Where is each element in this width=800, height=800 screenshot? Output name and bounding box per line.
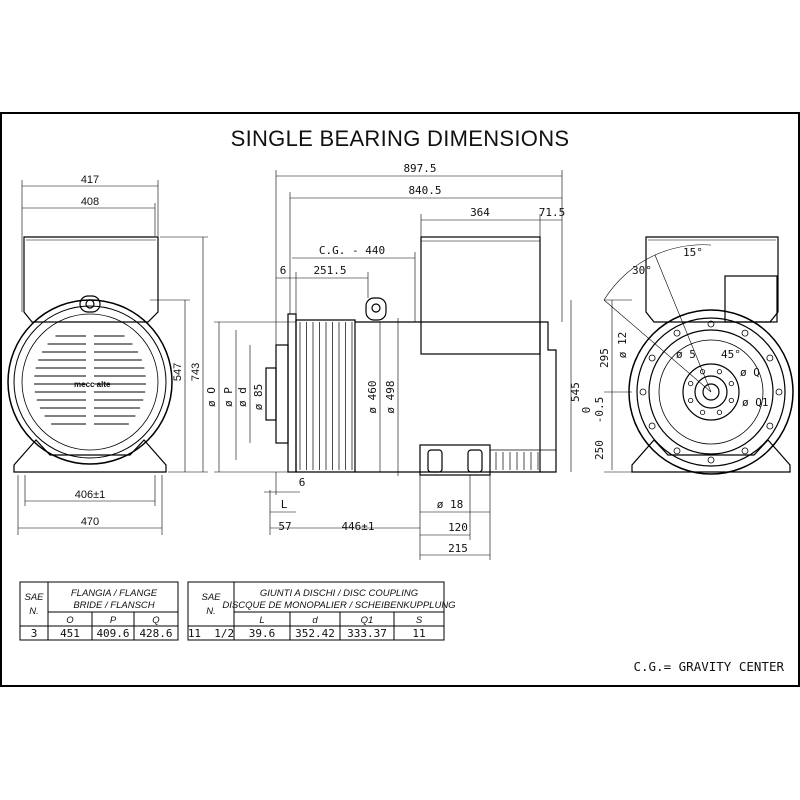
- page-title: SINGLE BEARING DIMENSIONS: [231, 126, 570, 151]
- gravity-center-note: C.G.= GRAVITY CENTER: [633, 659, 784, 674]
- dim-408: 408: [81, 196, 99, 208]
- dim-470: 470: [81, 516, 99, 528]
- dim-dia-5: ø 5: [676, 348, 696, 361]
- flange-bolt-hole: [775, 388, 783, 396]
- coupling-bolt-hole: [716, 409, 723, 415]
- side-view: [265, 236, 557, 476]
- dim-215: 215: [448, 542, 468, 555]
- flange-table: [19, 581, 179, 641]
- coupling-val-l: 39.6: [249, 627, 276, 640]
- flange-bolt-hole: [741, 329, 749, 337]
- dim-71-5: 71.5: [539, 206, 566, 219]
- dim-dia-q: ø Q: [740, 366, 760, 379]
- dim-15deg: 15°: [683, 246, 703, 259]
- coupling-table: [187, 581, 445, 641]
- coupling-bolt-hole: [688, 397, 694, 404]
- dim-417: 417: [81, 174, 99, 186]
- coupling-col-s: S: [416, 615, 423, 626]
- dim-dia-460: ø 460: [366, 380, 379, 413]
- flange-bolt-hole: [673, 329, 681, 337]
- right-dimensions: [603, 244, 712, 473]
- dim-6-bottom: 6: [299, 476, 306, 489]
- dim-446: 446±1: [341, 520, 374, 533]
- dim-743: 743: [190, 363, 202, 381]
- coupling-bolt-hole: [688, 380, 694, 387]
- flange-val-o: 451: [60, 627, 80, 640]
- flange-col-o: O: [66, 615, 74, 626]
- flange-bolt-hole: [648, 422, 656, 430]
- dim-tol-minus: -0.5: [593, 397, 606, 424]
- coupling-col-d: d: [312, 615, 318, 626]
- dim-547: 547: [172, 363, 184, 381]
- flange-bolt-hole: [648, 354, 656, 362]
- dim-897: 897.5: [403, 162, 436, 175]
- flange-val-q: 428.6: [139, 627, 172, 640]
- dim-250: 250: [593, 440, 606, 460]
- coupling-header-1: GIUNTI A DISCHI / DISC COUPLING: [260, 588, 418, 599]
- dim-dia-85: ø 85: [252, 384, 265, 411]
- dim-840: 840.5: [408, 184, 441, 197]
- flange-val-p: 409.6: [96, 627, 129, 640]
- coupling-col-l: L: [259, 615, 264, 626]
- left-front-view: [7, 236, 173, 473]
- dim-545: 545: [569, 382, 582, 402]
- dim-295: 295: [598, 348, 611, 368]
- dim-120: 120: [448, 521, 468, 534]
- flange-header-2: BRIDE / FLANSCH: [73, 600, 154, 611]
- dim-6-top: 6: [280, 264, 287, 277]
- dim-57: 57: [278, 520, 291, 533]
- dim-251-5: 251.5: [313, 264, 346, 277]
- sheet-frame: [0, 112, 800, 687]
- coupling-bolt-hole: [728, 397, 734, 404]
- flange-sae-label: SAE: [24, 592, 44, 603]
- coupling-sae-n-label: N.: [206, 606, 216, 617]
- coupling-val-s: 11: [412, 627, 425, 640]
- flange-bolt-hole: [707, 456, 715, 464]
- dim-dia-12: ø 12: [616, 332, 629, 359]
- flange-bolt-hole: [766, 354, 774, 362]
- flange-col-p: P: [110, 615, 117, 626]
- coupling-col-q1: Q1: [361, 615, 374, 626]
- dim-dia-498: ø 498: [384, 380, 397, 413]
- dim-30deg: 30°: [632, 264, 652, 277]
- dim-cg: C.G. - 440: [319, 244, 385, 257]
- coupling-val-d: 352.42: [295, 627, 335, 640]
- dim-dia-q1: ø Q1: [742, 396, 769, 409]
- dim-364: 364: [470, 206, 490, 219]
- dim-45deg: 45°: [721, 348, 741, 361]
- right-flange-view: [628, 236, 794, 475]
- coupling-val-sae: 11 1/2: [188, 627, 234, 640]
- flange-bolt-hole: [741, 447, 749, 455]
- coupling-val-q1: 333.37: [347, 627, 387, 640]
- dim-l: L: [281, 498, 288, 511]
- dim-dia-p: ø P: [222, 387, 235, 407]
- flange-bolt-hole: [639, 388, 647, 396]
- coupling-bolt-hole: [728, 380, 734, 387]
- flange-val-sae: 3: [31, 627, 38, 640]
- coupling-bolt-hole: [699, 409, 706, 415]
- coupling-bolt-hole: [716, 369, 723, 375]
- flange-bolt-hole: [766, 422, 774, 430]
- side-dimensions: [214, 170, 572, 560]
- dim-406: 406±1: [75, 489, 106, 501]
- coupling-sae-label: SAE: [201, 592, 221, 603]
- coupling-header-2: DISCQUE DE MONOPALIER / SCHEIBENKUPPLUNG: [222, 600, 455, 611]
- flange-header-1: FLANGIA / FLANGE: [71, 588, 158, 599]
- dim-tol: 0: [580, 407, 593, 414]
- dim-dia-18: ø 18: [437, 498, 464, 511]
- logo-text: mecc alte: [74, 380, 111, 389]
- dim-dia-o: ø O: [205, 387, 218, 407]
- coupling-bolt-hole: [699, 369, 706, 375]
- dim-dia-d: ø d: [236, 387, 249, 407]
- left-dimensions: [17, 180, 208, 535]
- flange-sae-n-label: N.: [29, 606, 39, 617]
- flange-bolt-hole: [673, 447, 681, 455]
- flange-col-q: Q: [152, 615, 160, 626]
- flange-bolt-hole: [707, 320, 715, 328]
